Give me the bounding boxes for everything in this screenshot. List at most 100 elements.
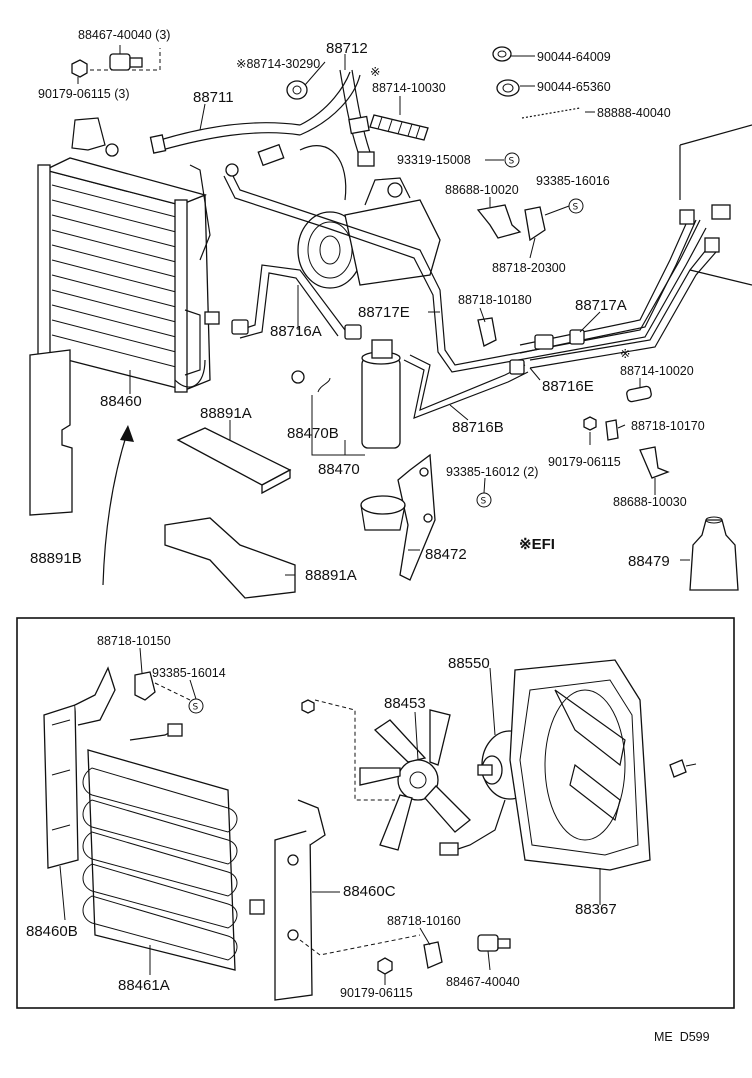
label-88460C: 88460C bbox=[343, 883, 396, 900]
clip-88718-10180-drawing bbox=[477, 317, 497, 347]
bolt-marker-93385-16014: S bbox=[188, 698, 204, 714]
install-arrow-head bbox=[120, 425, 134, 442]
condenser-88460-drawing bbox=[37, 117, 211, 393]
label-90044-65360: 90044-65360 bbox=[537, 80, 611, 94]
clamp-90044-65360-drawing bbox=[496, 79, 520, 97]
boot-88479-drawing bbox=[689, 516, 739, 591]
bracket-88688-10020-drawing bbox=[476, 204, 522, 239]
labels-top: 88467-40040 (3) 90179-06115 (3) 88711 ※8… bbox=[30, 28, 705, 584]
label-88550: 88550 bbox=[448, 655, 490, 672]
pipe-88717A-drawing bbox=[519, 209, 697, 354]
switch-88467-top-drawing bbox=[109, 53, 143, 71]
label-88470: 88470 bbox=[318, 461, 360, 478]
bolt-marker-93319: S bbox=[504, 152, 520, 168]
hose-88712-drawing bbox=[339, 69, 375, 167]
label-88891B: 88891B bbox=[30, 550, 82, 567]
label-88716A: 88716A bbox=[270, 323, 322, 340]
label-93385-16014: 93385-16014 bbox=[152, 666, 226, 680]
label-88718-10170: 88718-10170 bbox=[631, 419, 705, 433]
hose-88711-drawing bbox=[149, 71, 361, 154]
fan-nut-drawing bbox=[301, 699, 315, 714]
svg-text:S: S bbox=[573, 203, 579, 213]
sleeve-88714-10030-drawing bbox=[369, 114, 429, 141]
label-88716B: 88716B bbox=[452, 419, 504, 436]
svg-text:S: S bbox=[193, 703, 199, 713]
condenser-88461A-drawing bbox=[82, 723, 265, 971]
label-88718-10180: 88718-10180 bbox=[458, 293, 532, 307]
label-88718-20300: 88718-20300 bbox=[492, 261, 566, 275]
grommet-88714-30290-drawing bbox=[286, 80, 308, 100]
insulator-88891A-upper-drawing bbox=[176, 427, 292, 495]
insulator-88891A-lower-drawing bbox=[164, 517, 296, 599]
switch-88467-bottom-drawing bbox=[477, 934, 511, 952]
inset-panel-frame bbox=[16, 617, 735, 1009]
leader-lines-top bbox=[77, 45, 690, 576]
tie-88888-40040-drawing bbox=[521, 107, 581, 119]
install-arrow bbox=[102, 429, 129, 586]
label-88688-10020: 88688-10020 bbox=[445, 183, 519, 197]
label-88716E: 88716E bbox=[542, 378, 594, 395]
label-93385-16012-2: 93385-16012 (2) bbox=[446, 465, 538, 479]
bolt-marker-93385-16012: S bbox=[476, 492, 492, 508]
label-88718-10160: 88718-10160 bbox=[387, 914, 461, 928]
label-88367: 88367 bbox=[575, 901, 617, 918]
label-88688-10030: 88688-10030 bbox=[613, 495, 687, 509]
label-90179-06115-3: 90179-06115 (3) bbox=[38, 87, 130, 101]
label-88472: 88472 bbox=[425, 546, 467, 563]
label-star-88714-10020: ※ bbox=[620, 347, 630, 361]
pipe-88716E-drawing bbox=[529, 204, 731, 369]
svg-text:S: S bbox=[509, 157, 515, 167]
bracket-88472-drawing bbox=[360, 453, 436, 581]
label-93319-15008: 93319-15008 bbox=[397, 153, 471, 167]
leader-dash-fan-nut bbox=[314, 699, 395, 801]
clip-88718-10170-drawing bbox=[605, 419, 619, 441]
fan-88453-drawing bbox=[359, 709, 471, 851]
label-88711: 88711 bbox=[193, 89, 234, 106]
label-93385-16016: 93385-16016 bbox=[536, 174, 610, 188]
label-90044-64009: 90044-64009 bbox=[537, 50, 611, 64]
bracket-88460C-drawing bbox=[274, 799, 326, 1001]
nut-90179-mid-drawing bbox=[583, 416, 597, 431]
label-88467-40040-3: 88467-40040 (3) bbox=[78, 28, 170, 42]
svg-text:S: S bbox=[481, 497, 487, 507]
label-88467-40040-bottom: 88467-40040 bbox=[446, 975, 520, 989]
insulator-88891B-drawing bbox=[29, 349, 73, 516]
label-88718-10150: 88718-10150 bbox=[97, 634, 171, 648]
compressor-drawing bbox=[297, 145, 441, 289]
bracket-88688-10030-drawing bbox=[639, 446, 670, 479]
labels-bottom: 88718-10150 93385-16014 88550 88453 8846… bbox=[26, 634, 617, 1000]
label-90179-06115-mid: 90179-06115 bbox=[548, 455, 621, 469]
label-88712: 88712 bbox=[326, 40, 368, 57]
label-88453: 88453 bbox=[384, 695, 426, 712]
engine-compartment-outline bbox=[679, 124, 752, 286]
clip-88718-20300-drawing bbox=[524, 206, 546, 242]
pipe-88716A-drawing bbox=[204, 264, 362, 340]
label-90179-06115-bottom: 90179-06115 bbox=[340, 986, 413, 1000]
label-88460B: 88460B bbox=[26, 923, 78, 940]
label-88891A-upper: 88891A bbox=[200, 405, 252, 422]
leader-dash-bottom-bracket bbox=[299, 934, 421, 956]
label-88460: 88460 bbox=[100, 393, 142, 410]
sleeve-88714-10020-drawing bbox=[626, 385, 652, 403]
label-efi: ※EFI bbox=[519, 536, 555, 553]
bracket-88460B-drawing bbox=[43, 666, 116, 869]
label-88717A: 88717A bbox=[575, 297, 627, 314]
label-88479: 88479 bbox=[628, 553, 670, 570]
nut-90179-top-drawing bbox=[71, 59, 88, 78]
label-88714-10030: 88714-10030 bbox=[372, 81, 446, 95]
label-88891A-lower: 88891A bbox=[305, 567, 357, 584]
bracket-88718-10150-drawing bbox=[134, 671, 191, 701]
label-88717E: 88717E bbox=[358, 304, 410, 321]
pipe-88716B-drawing bbox=[403, 354, 529, 419]
leader-lines-bottom bbox=[59, 647, 601, 985]
bolt-shroud-drawing bbox=[669, 759, 697, 778]
pipe-88717E-drawing bbox=[223, 143, 707, 373]
label-88888-40040: 88888-40040 bbox=[597, 106, 671, 120]
leader-dash-top-left bbox=[90, 48, 161, 71]
label-star-88714-10030: ※ bbox=[370, 65, 380, 79]
clamp-90044-64009-drawing bbox=[492, 46, 512, 62]
label-88461A: 88461A bbox=[118, 977, 170, 994]
receiver-88470-drawing bbox=[291, 339, 401, 456]
